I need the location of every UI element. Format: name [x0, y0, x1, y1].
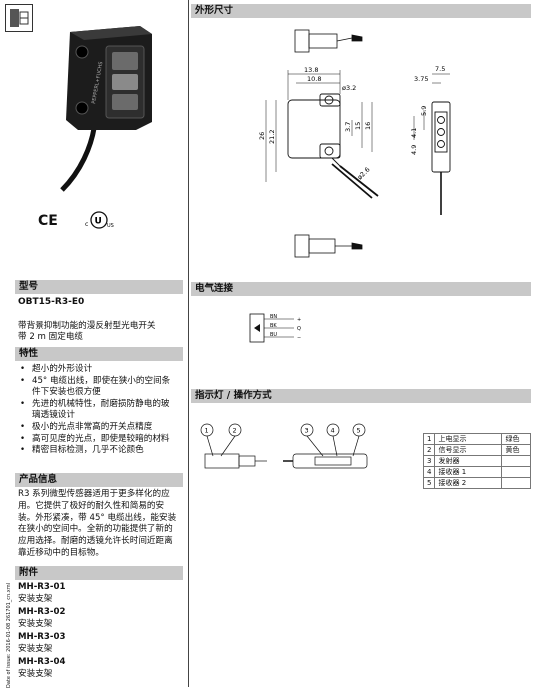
wire-bu: BU	[270, 332, 277, 338]
callout-3: 3	[305, 427, 309, 435]
column-divider	[188, 0, 189, 687]
product-category-icon	[5, 4, 33, 32]
product-info-line: R3 系列微型传感器适用于更多样化的应	[18, 489, 170, 499]
model-description-2: 带 2 m 固定电缆	[18, 332, 84, 342]
features-list: 超小的外形设计 45° 电缆出线，即使在狭小的空间条 件下安装也很方便 先进的机…	[18, 364, 186, 457]
accessory-code[interactable]: MH-R3-02	[18, 607, 66, 617]
feature-item: 极小的光点非常高的开关点精度	[18, 422, 186, 434]
feature-item: 先进的机械特性，耐磨损防静电的玻	[18, 399, 186, 411]
ul-mark: U c US	[84, 210, 114, 230]
callout-2: 2	[233, 427, 237, 435]
product-info-text: R3 系列微型传感器适用于更多样化的应 用。它提供了极好的耐久性和简易的安 装。…	[18, 489, 186, 560]
dim-15: 15	[354, 122, 362, 130]
legend-number: 4	[422, 466, 436, 478]
model-description-1: 带背景抑制功能的漫反射型光电开关	[18, 321, 156, 331]
product-info-line: 用。它提供了极好的耐久性和简易的安	[18, 500, 165, 511]
legend-color	[501, 477, 532, 489]
feature-item: 精密目标检测，几乎不论颜色	[18, 445, 186, 457]
feature-item: 45° 电缆出线，即使在狭小的空间条	[18, 376, 186, 388]
legend-name: 接收器 2	[434, 477, 503, 489]
callout-1: 1	[205, 427, 209, 435]
model-code: OBT15-R3-E0	[18, 297, 85, 307]
dim-4-1: 4.1	[410, 128, 418, 138]
wire-bn: BN	[270, 314, 277, 320]
feature-item: 超小的外形设计	[18, 364, 186, 376]
svg-text:c: c	[85, 221, 88, 228]
product-info-line: 装。外形紧凑，带 45° 电缆出线，能安装	[18, 512, 177, 523]
dim-26: 26	[258, 132, 266, 140]
legend-number: 5	[422, 477, 436, 489]
callout-5: 5	[357, 427, 361, 435]
feature-item: 高可见度的光点，即使是较暗的材料	[18, 434, 186, 446]
wire-minus: −	[297, 335, 301, 341]
dim-10-8: 10.8	[307, 75, 321, 83]
issue-date-side-text: Date of issue: 2016-01-08 261701_cn.xml	[6, 582, 12, 688]
feature-item-continuation: 件下安装也很方便	[32, 387, 101, 398]
legend-name: 上电显示	[434, 433, 503, 445]
accessory-description: 安装支架	[18, 669, 53, 679]
dimension-drawing: 13.8 10.8 ø3.2 26 21.2 3.7 15 16 ø2.6 7.…	[192, 20, 532, 265]
dim-13-8: 13.8	[304, 66, 318, 74]
accessory-description: 安装支架	[18, 644, 53, 654]
section-header-accessories: 附件	[15, 566, 183, 580]
wiring-diagram: BN BK BU + Q −	[248, 310, 318, 346]
legend-name: 接收器 1	[434, 466, 503, 478]
dim-21-2: 21.2	[268, 130, 276, 144]
legend-number: 3	[422, 455, 436, 467]
section-header-product-info: 产品信息	[15, 473, 183, 487]
legend-number: 1	[422, 433, 436, 445]
callout-4: 4	[331, 427, 335, 435]
product-info-line: 应用选择。耐磨的透镜允许长时间近距离	[18, 536, 173, 547]
wire-out: Q	[297, 326, 301, 332]
dim-16: 16	[364, 122, 372, 130]
accessory-code[interactable]: MH-R3-01	[18, 582, 66, 592]
wire-plus: +	[297, 317, 301, 323]
legend-name: 发射器	[434, 455, 503, 467]
wire-bk: BK	[270, 323, 277, 329]
accessories-list: MH-R3-01 安装支架 MH-R3-02 安装支架 MH-R3-03 安装支…	[18, 582, 178, 680]
feature-item-continuation: 璃透镜设计	[32, 410, 75, 421]
accessory-code[interactable]: MH-R3-03	[18, 632, 66, 642]
legend-color	[501, 466, 532, 478]
svg-text:U: U	[95, 217, 102, 227]
section-header-electrical: 电气连接	[191, 282, 531, 296]
product-info-line: 在狭小的空间中。全新的功能提供了新的	[18, 524, 173, 535]
svg-text:US: US	[107, 223, 114, 229]
product-photo: PEPPERL+FUCHS	[40, 12, 170, 192]
legend-number: 2	[422, 444, 436, 456]
section-header-indicators: 指示灯 / 操作方式	[191, 389, 531, 403]
dim-2-6: ø2.6	[356, 166, 372, 182]
dim-4-9: 4.9	[410, 145, 418, 155]
dim-3-7: 3.7	[344, 122, 352, 132]
section-header-dimensions: 外形尺寸	[191, 4, 531, 18]
legend-color	[501, 455, 532, 467]
accessory-description: 安装支架	[18, 619, 53, 629]
dim-5-9: 5.9	[420, 106, 428, 116]
section-header-model: 型号	[15, 280, 183, 294]
accessory-description: 安装支架	[18, 594, 53, 604]
product-info-line: 靠近移动中的目标物。	[18, 547, 104, 558]
indicator-drawing: 1 2 3 4 5	[195, 420, 395, 480]
legend-color: 黄色	[501, 444, 532, 456]
dim-7-5: 7.5	[435, 65, 445, 73]
legend-color: 绿色	[501, 433, 532, 445]
legend-name: 信号显示	[434, 444, 503, 456]
dim-3-2: ø3.2	[342, 84, 356, 92]
accessory-code[interactable]: MH-R3-04	[18, 657, 66, 667]
section-header-features: 特性	[15, 347, 183, 361]
dim-3-75: 3.75	[414, 75, 428, 83]
ce-mark: CE	[38, 213, 58, 229]
